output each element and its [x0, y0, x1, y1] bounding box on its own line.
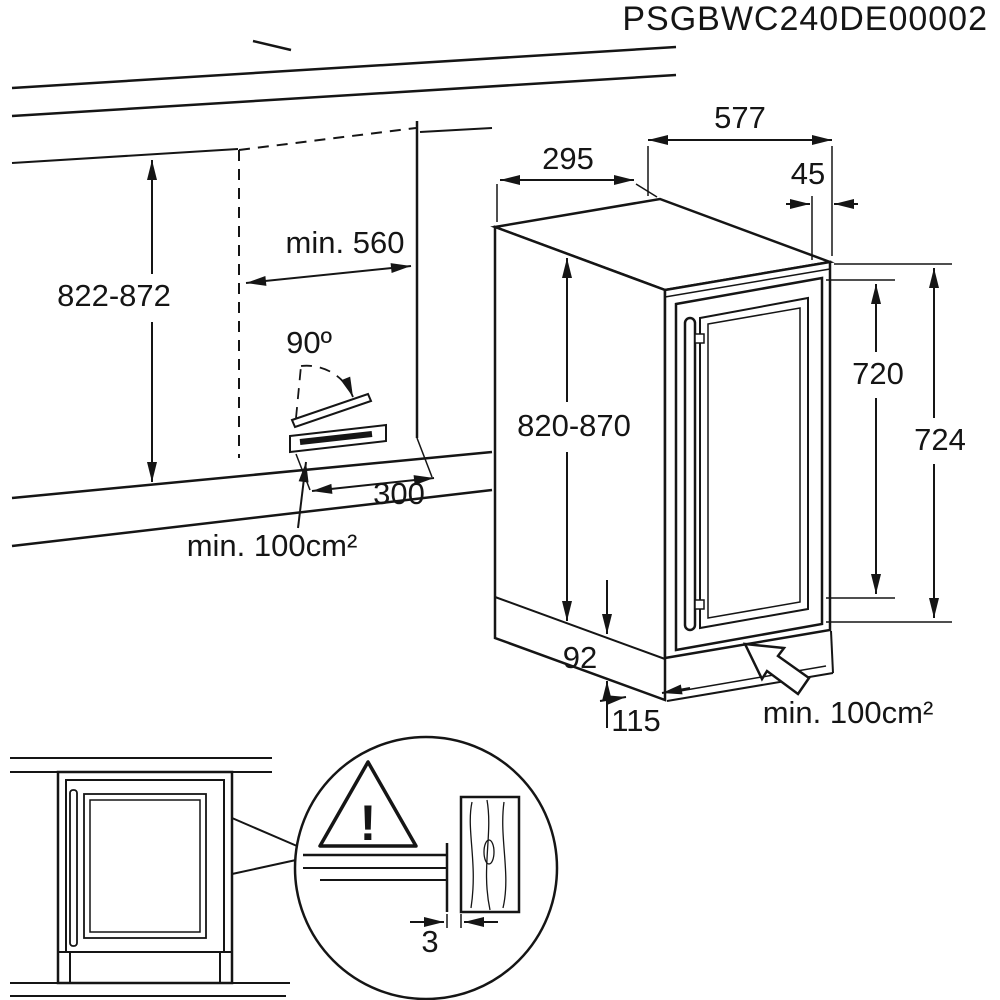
floor-lines	[11, 450, 493, 548]
dim-rear-vent-area: min. 100cm²	[763, 695, 934, 730]
dim-niche-height: 822-872	[57, 278, 171, 313]
door-handle-front	[69, 789, 78, 947]
airflow-arrow-icon	[742, 642, 811, 696]
dim-appliance-height: 820-870	[517, 408, 631, 443]
door-handle	[683, 316, 697, 632]
appliance-door	[674, 276, 824, 652]
niche-drawing	[238, 121, 419, 458]
model-number: PSGBWC240DE00002	[622, 0, 988, 38]
appliance-dimensions: 295 577 45 820-870 720 724 92	[496, 100, 966, 738]
wood-floor-section	[459, 795, 521, 914]
dim-vent-area: min. 100cm²	[187, 528, 358, 563]
dim-top-depth: 295	[542, 141, 594, 176]
door-swing	[290, 364, 373, 429]
niche-dimensions: min. 560 822-872 90º 300 min. 100cm²	[57, 160, 435, 563]
dim-total-depth: 577	[714, 100, 766, 135]
warning-exclamation: !	[360, 795, 377, 851]
dim-niche-depth: min. 560	[286, 225, 405, 260]
worktop-lines	[11, 39, 677, 164]
dim-vent-width: 300	[373, 476, 425, 511]
niche-vent-slot	[289, 423, 387, 454]
dim-plinth-recess: 115	[611, 703, 660, 738]
detail-inset: ! 3	[10, 735, 559, 1000]
appliance-drawing	[490, 197, 835, 702]
warning-icon: !	[318, 760, 418, 851]
dim-floor-gap: 3	[421, 924, 438, 959]
dim-plinth-height: 92	[563, 640, 597, 675]
dim-overall-height: 724	[914, 422, 966, 457]
dim-door-height: 720	[852, 356, 904, 391]
front-view-appliance	[56, 770, 234, 985]
floor-gap-detail: 3	[303, 795, 521, 959]
dim-door-angle: 90º	[286, 325, 332, 360]
dim-top-clearance: 45	[791, 156, 825, 191]
